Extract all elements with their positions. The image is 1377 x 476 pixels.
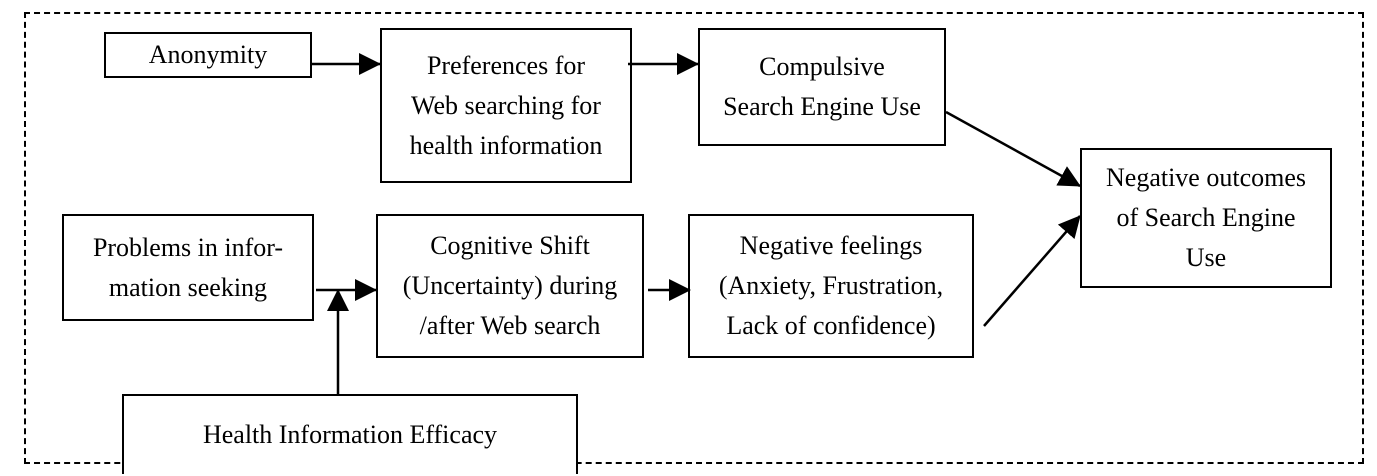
- node-negative-outcomes-label: Negative outcomes of Search Engine Use: [1106, 163, 1306, 272]
- arrow-feelings-to-outcomes: [983, 215, 1081, 327]
- node-preferences: Preferences for Web searching for health…: [380, 28, 632, 183]
- node-health-efficacy: Health Information Efficacy: [122, 394, 578, 474]
- node-negative-feelings: Negative feelings (Anxiety, Frustration,…: [688, 214, 974, 358]
- node-compulsive-use-label: Compulsive Search Engine Use: [723, 52, 921, 121]
- node-cognitive-shift-label: Cognitive Shift (Uncertainty) during /af…: [402, 231, 618, 340]
- node-cognitive-shift: Cognitive Shift (Uncertainty) during /af…: [376, 214, 644, 358]
- node-preferences-label: Preferences for Web searching for health…: [409, 50, 603, 160]
- dashed-frame: [24, 12, 1364, 464]
- arrow-compulsive-to-outcomes: [945, 110, 1081, 188]
- node-problems-label: Problems in infor- mation seeking: [92, 232, 284, 302]
- node-compulsive-use: Compulsive Search Engine Use: [698, 28, 946, 146]
- node-health-efficacy-label: Health Information Efficacy: [202, 420, 498, 449]
- node-anonymity: Anonymity: [104, 32, 312, 78]
- node-negative-feelings-label: Negative feelings (Anxiety, Frustration,…: [718, 231, 944, 340]
- node-problems: Problems in infor- mation seeking: [62, 214, 314, 321]
- node-anonymity-label: Anonymity: [148, 40, 268, 69]
- node-negative-outcomes: Negative outcomes of Search Engine Use: [1080, 148, 1332, 288]
